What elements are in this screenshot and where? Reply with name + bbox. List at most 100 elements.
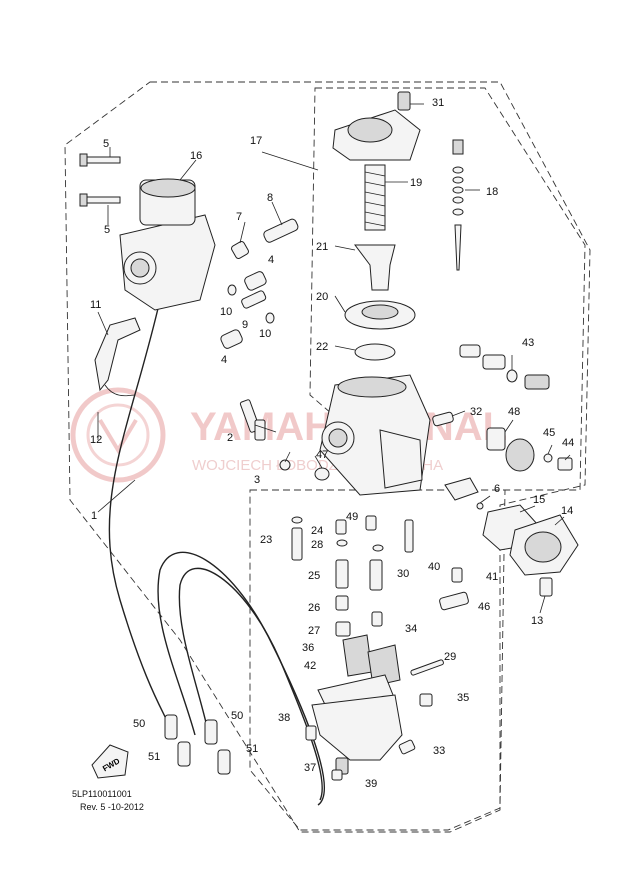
needle-washer-3 [452, 186, 464, 194]
revision-date: Rev. 5 -10-2012 [80, 802, 144, 812]
connector-parts [220, 218, 299, 349]
cable-end-51-left [177, 741, 191, 767]
callout-33: 33 [433, 745, 445, 757]
lever-6 [444, 477, 479, 501]
screw-44 [557, 457, 573, 471]
callout-4-upper: 4 [268, 254, 274, 266]
callout-6: 6 [494, 483, 500, 495]
callout-21: 21 [316, 241, 328, 253]
callout-20: 20 [316, 291, 328, 303]
o-ring-28 [336, 539, 348, 547]
callout-18: 18 [486, 186, 498, 198]
plug-4-lower [220, 329, 243, 349]
screw-35 [419, 693, 433, 707]
screw-46 [439, 591, 469, 611]
float-36-left [342, 634, 373, 677]
callout-26: 26 [308, 602, 320, 614]
needle-40 [404, 519, 414, 553]
right-carb-inlet-bore [328, 428, 348, 448]
screw-31 [397, 91, 411, 111]
screw-parts-2-3 [239, 399, 291, 471]
cable-loop-b [178, 567, 323, 801]
spring-2 [254, 419, 266, 441]
callout-15: 15 [533, 494, 545, 506]
callout-16: 16 [190, 150, 202, 162]
callout-10-left: 10 [220, 306, 232, 318]
needle-washer-4 [452, 196, 464, 204]
pipe-8 [263, 218, 299, 243]
diaphragm-20-inner [361, 304, 399, 320]
outer-assembly-outline [64, 81, 591, 833]
callout-32: 32 [470, 406, 482, 418]
o-ring-23 [291, 516, 303, 524]
o-ring-22 [354, 343, 396, 361]
lever-6-pin [476, 502, 484, 510]
screw-33 [398, 739, 416, 755]
o-ring-10-left [227, 284, 237, 296]
needle-clip [452, 139, 464, 155]
screw-5-upper [84, 156, 121, 164]
pin-29 [410, 659, 444, 676]
callouts: 1 2 3 4 4 5 5 6 7 8 9 10 10 11 12 13 14 … [90, 97, 574, 790]
jet-26 [335, 595, 349, 611]
callout-44: 44 [562, 437, 574, 449]
jet-34 [371, 611, 383, 627]
left-carb-body [119, 214, 216, 311]
callout-24: 24 [311, 525, 323, 537]
o-ring-10-right [265, 312, 275, 324]
piston-seat-21 [354, 244, 396, 291]
jet-27 [335, 621, 351, 637]
jet-49 [365, 515, 377, 531]
diagram-code: 5LP110011001 [72, 789, 132, 799]
callout-14: 14 [561, 505, 573, 517]
callout-11: 11 [90, 299, 101, 311]
o-ring-30 [372, 544, 384, 552]
jet-30 [369, 559, 383, 591]
left-carb-cap [140, 178, 196, 198]
callout-37: 37 [304, 762, 316, 774]
float-bowl [311, 694, 403, 761]
fwd-indicator: FWD [91, 744, 129, 779]
callout-12: 12 [90, 434, 102, 446]
callout-35: 35 [457, 692, 469, 704]
float-36-right [367, 644, 401, 687]
jet-parts [291, 515, 469, 637]
needle-washer-1 [452, 166, 464, 174]
screw-13 [539, 577, 553, 597]
callout-27: 27 [308, 625, 320, 637]
callout-30: 30 [397, 568, 409, 580]
left-carb-inlet-bore [130, 258, 150, 278]
callout-42: 42 [304, 660, 316, 672]
carb-body-left [119, 178, 216, 311]
cable-end-50-right [204, 719, 218, 745]
nipple-7 [231, 241, 249, 259]
pilot-spring [482, 354, 506, 370]
callout-49: 49 [346, 511, 358, 523]
plug-47 [314, 467, 330, 481]
callout-13: 13 [531, 615, 543, 627]
cable-end-50-left [164, 714, 178, 740]
callout-9: 9 [242, 319, 248, 331]
screws-5 [79, 153, 121, 207]
leader-lines [97, 103, 571, 614]
jet-needle [454, 224, 462, 271]
pipe-32 [432, 411, 454, 427]
float-bowl-outline [249, 489, 506, 831]
needle-washer-5 [452, 208, 464, 216]
upper-carb-outline [309, 87, 586, 491]
bracket [94, 317, 141, 392]
callout-8: 8 [267, 192, 273, 204]
screw-5-upper-head [79, 153, 88, 167]
callout-22: 22 [316, 341, 328, 353]
callout-48: 48 [508, 406, 520, 418]
pipe-9 [241, 290, 267, 309]
callout-51-left: 51 [148, 751, 160, 763]
callout-36: 36 [302, 642, 314, 654]
callout-5-upper: 5 [103, 138, 109, 150]
screw-38 [305, 725, 317, 741]
pilot-screw-tip [524, 374, 550, 390]
callout-45: 45 [543, 427, 555, 439]
cable-end-51-right [217, 749, 231, 775]
callout-41: 41 [486, 571, 498, 583]
